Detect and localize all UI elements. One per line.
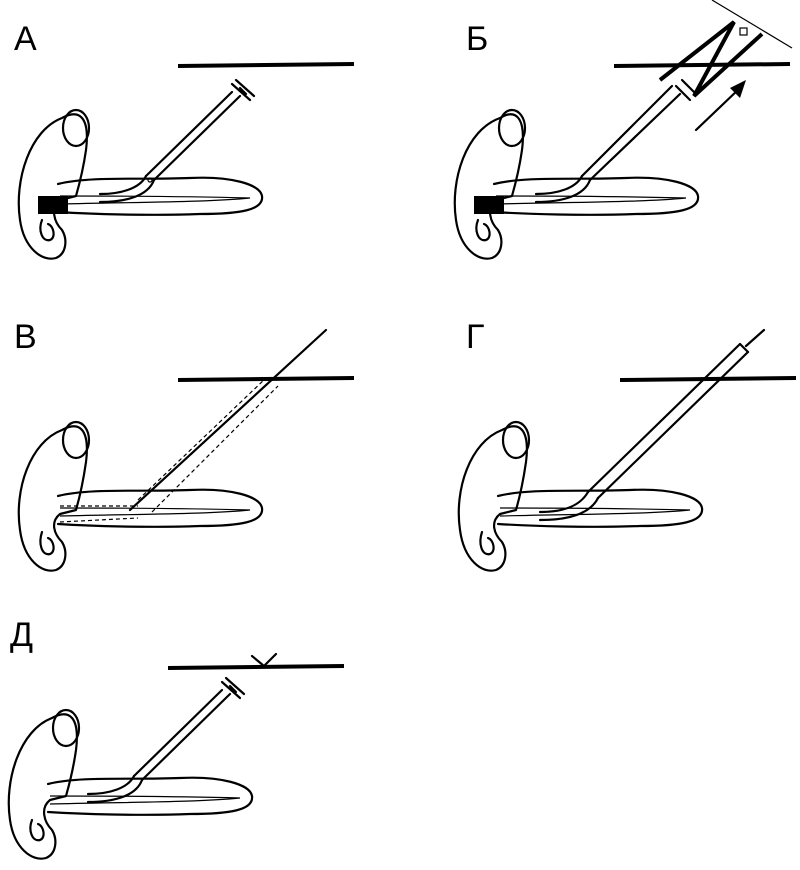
- panel-label-v: В: [14, 318, 37, 356]
- stent-hole: [147, 177, 153, 183]
- skin-line: [619, 376, 797, 382]
- panel-g: Г: [400, 300, 800, 590]
- pancreatic-duct: [59, 507, 251, 517]
- papilla: [479, 530, 495, 556]
- panel-d: Д: [0, 600, 400, 870]
- stent-cap: [220, 676, 246, 700]
- papilla-occluder: [38, 196, 68, 214]
- pancreatic-duct: [59, 195, 251, 205]
- panel-b: Б: [400, 0, 800, 290]
- pancreatic-duct-tissue: [56, 488, 264, 528]
- pancreatic-duct-tissue: [496, 488, 704, 528]
- panel-v: В: [0, 300, 400, 590]
- diagram-b: [453, 0, 793, 260]
- stent-curve: [86, 774, 144, 804]
- papilla-occluder: [474, 196, 504, 214]
- diagram-g: [457, 328, 797, 572]
- stent-tube: [144, 90, 242, 182]
- stent-tube: [132, 688, 232, 782]
- duodenum: [457, 425, 528, 572]
- skin-line: [613, 62, 791, 68]
- trocar-guide-line: [711, 0, 793, 49]
- panel-label-g: Г: [466, 318, 485, 356]
- duodenum-lumen: [61, 108, 91, 148]
- trocar-handle: [658, 20, 764, 98]
- duodenum-lumen: [61, 420, 91, 460]
- stent-cap: [230, 78, 256, 102]
- papilla: [29, 818, 45, 842]
- duodenum-lumen: [501, 420, 531, 460]
- stent-tube: [580, 84, 682, 182]
- duodenum-lumen: [497, 108, 527, 148]
- papilla: [475, 218, 491, 242]
- papilla: [39, 218, 55, 242]
- diagram-v: [17, 328, 355, 572]
- stent-cap: [674, 78, 698, 102]
- stent-curve: [98, 174, 156, 204]
- removed-stent-outline: [59, 377, 279, 523]
- panel-a: А: [0, 0, 400, 290]
- pancreatic-duct-tissue: [492, 176, 700, 216]
- pancreatic-duct: [49, 795, 241, 805]
- skin-line: [167, 664, 345, 670]
- diagram-a: [17, 62, 355, 260]
- direction-arrow-shaft: [694, 86, 742, 132]
- panel-label-d: Д: [10, 616, 34, 654]
- skin-suture: [250, 652, 278, 668]
- new-stent-curve: [538, 490, 600, 522]
- skin-line: [177, 62, 355, 68]
- skin-line: [177, 376, 355, 382]
- duodenum-lumen: [51, 708, 81, 748]
- pancreatic-duct-tissue: [56, 176, 264, 216]
- direction-arrow-icon: [730, 80, 746, 98]
- guidewire: [744, 328, 766, 348]
- guidewire: [128, 328, 328, 512]
- pancreatic-duct-tissue: [46, 776, 254, 816]
- panel-label-b: Б: [466, 20, 489, 58]
- trocar-tip: [739, 27, 748, 36]
- pancreatic-duct: [499, 507, 691, 517]
- duodenum: [453, 113, 524, 260]
- papilla: [39, 530, 55, 556]
- new-stent-end: [738, 342, 750, 354]
- stent-curve: [534, 174, 592, 204]
- duodenum: [17, 425, 88, 572]
- pancreatic-duct: [495, 195, 687, 205]
- duodenum: [7, 713, 78, 860]
- new-stent-tube: [586, 342, 750, 500]
- duodenum: [17, 113, 88, 260]
- diagram-d: [7, 652, 345, 860]
- panel-label-a: А: [14, 20, 37, 58]
